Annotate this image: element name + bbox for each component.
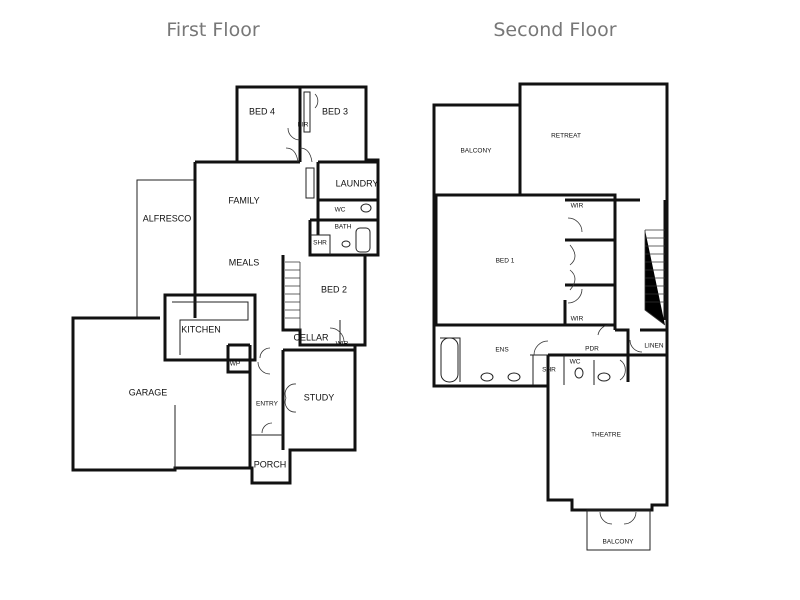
room-label-balcony-bottom: BALCONY — [602, 539, 634, 546]
room-label-bed3: BED 3 — [322, 106, 348, 116]
second-floor-title: Second Floor — [493, 19, 616, 41]
room-label-pdr: PDR — [585, 346, 599, 353]
room-label-wir: WIR — [336, 341, 349, 348]
room-label-linen: LINEN — [644, 343, 663, 350]
room-label-alfresco: ALFRESCO — [143, 213, 192, 223]
room-label-garage: GARAGE — [129, 387, 168, 397]
room-label-family: FAMILY — [228, 195, 259, 205]
room-label-meals: MEALS — [229, 257, 260, 267]
room-label-ens: ENS — [495, 347, 509, 354]
room-label-porch: PORCH — [254, 459, 287, 469]
room-label-study: STUDY — [304, 392, 335, 402]
room-label-bed4: BED 4 — [249, 106, 275, 116]
room-label-bath: BATH — [335, 224, 352, 231]
room-label-entry: ENTRY — [256, 401, 279, 408]
room-label-shr: SHR — [313, 240, 327, 247]
room-label-bed1: BED 1 — [496, 258, 515, 265]
room-label-wir-top: WIR — [571, 203, 584, 210]
room-label-shr: SHR — [542, 367, 556, 374]
room-label-cellar: CELLAR — [293, 332, 329, 342]
first-floor-title: First Floor — [166, 19, 259, 41]
room-label-wir-bottom: WIR — [571, 316, 584, 323]
room-label-wp: WP — [230, 361, 240, 368]
room-label-wc: WC — [335, 207, 346, 214]
room-label-theatre: THEATRE — [591, 432, 622, 439]
second-floor-plan: BALCONY RETREAT BED 1 WIR WIR ENS SHR WC… — [432, 82, 669, 551]
room-label-kitchen: KITCHEN — [181, 324, 221, 334]
room-label-laundry: LAUNDRY — [336, 178, 379, 188]
room-label-retreat: RETREAT — [551, 133, 581, 140]
room-label-bir: BIR — [298, 122, 309, 129]
first-floor-plan: BED 4 BED 3 BIR LAUNDRY WC BATH SHR FAMI… — [71, 85, 380, 485]
room-label-bed2: BED 2 — [321, 284, 347, 294]
room-label-wc: WC — [570, 359, 581, 366]
room-label-balcony-top: BALCONY — [460, 148, 492, 155]
